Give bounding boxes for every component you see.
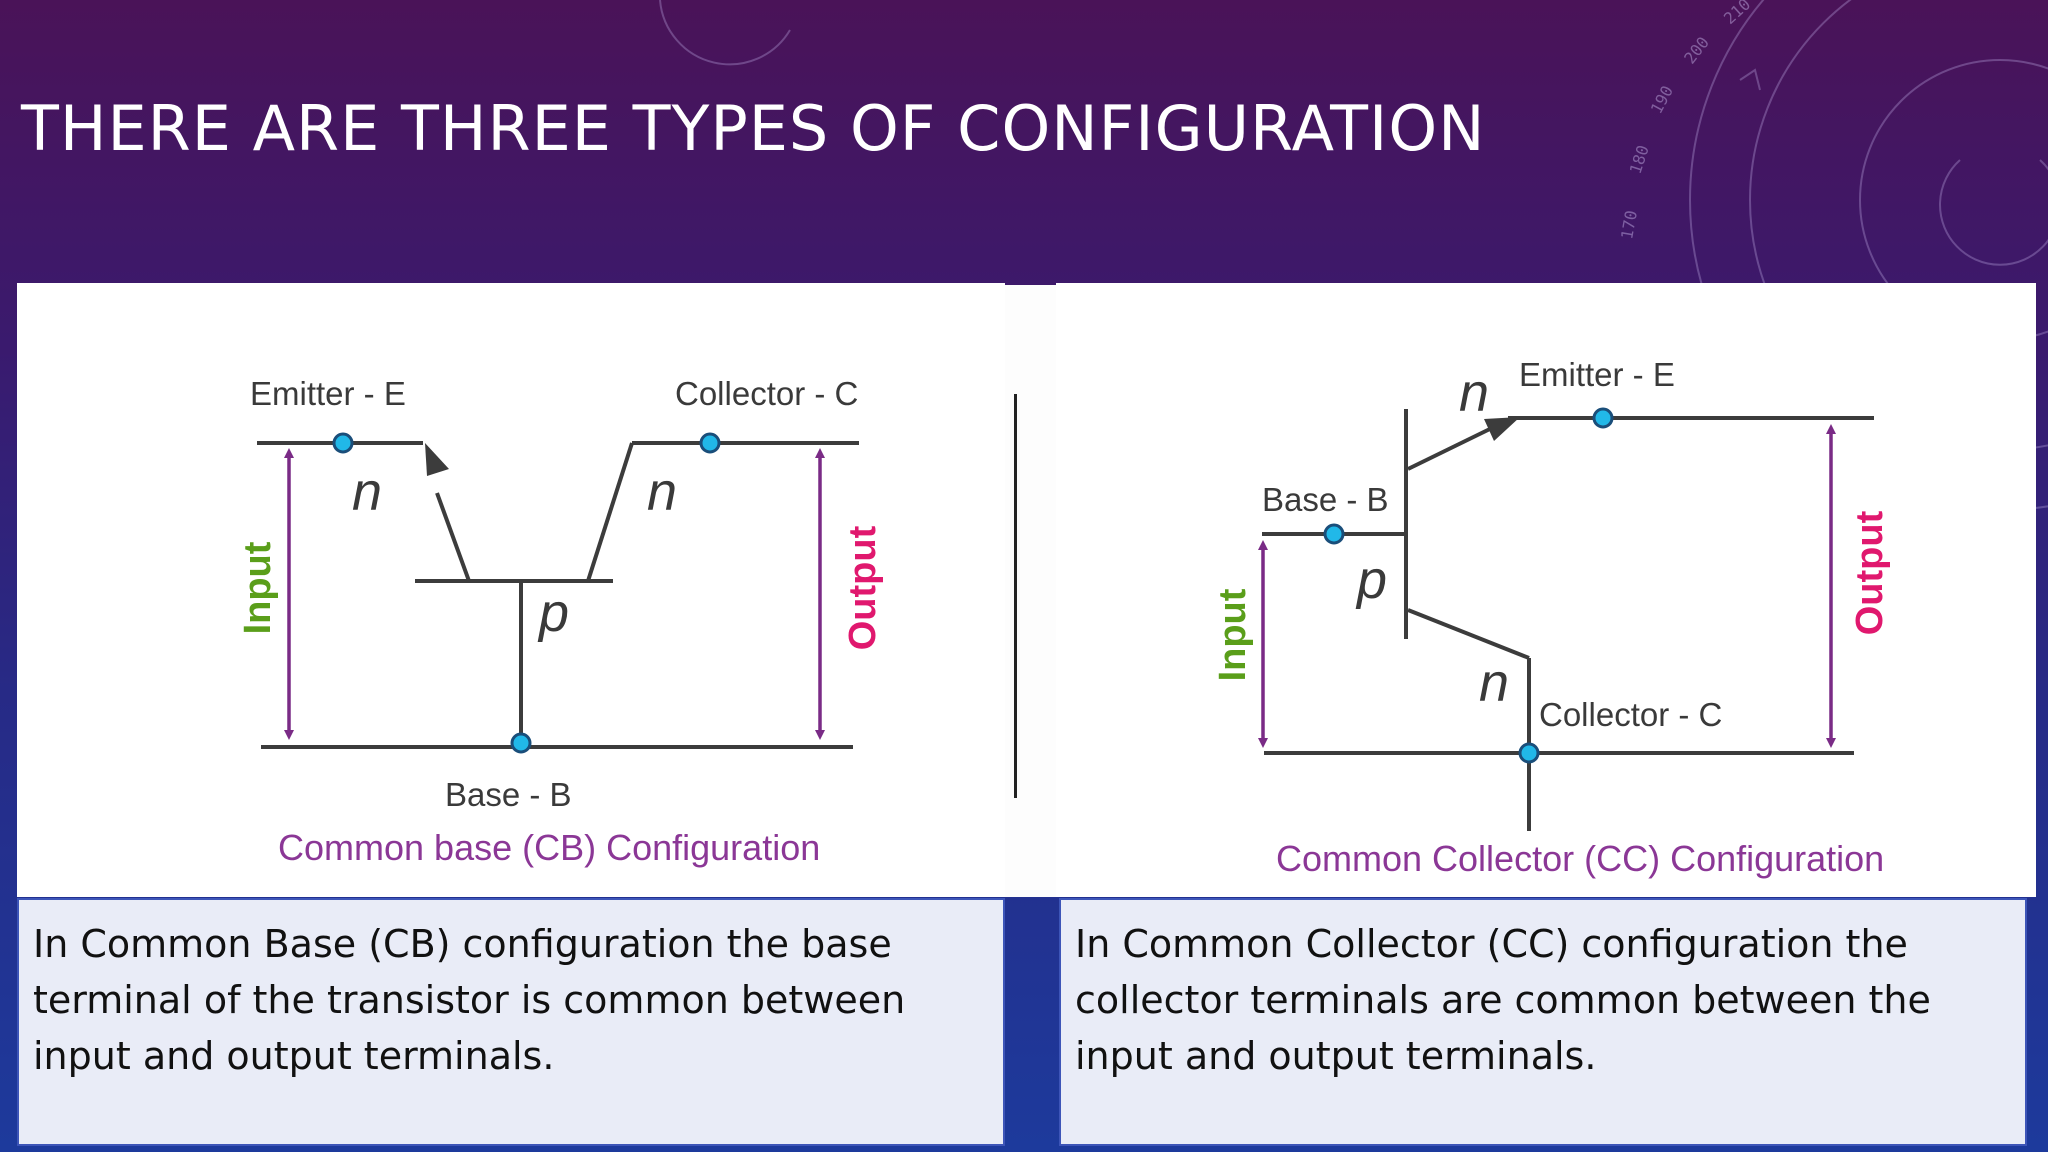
- cb-base-label: Base - B: [445, 776, 572, 813]
- scale-mark: 210: [1720, 0, 1754, 28]
- cb-base-node: [510, 732, 532, 754]
- cb-description-text: In Common Base (CB) configuration the ba…: [33, 922, 906, 1078]
- slide-title: THERE ARE THREE TYPES OF CONFIGURATION: [21, 92, 1486, 165]
- cc-n-top-label: n: [1459, 363, 1489, 423]
- cc-emitter-label: Emitter - E: [1519, 356, 1675, 393]
- cb-input-label: Input: [237, 541, 279, 634]
- cc-collector-label: Collector - C: [1539, 696, 1722, 733]
- cc-caption: Common Collector (CC) Configuration: [1276, 838, 1884, 879]
- cb-emitter-node: [332, 432, 354, 454]
- cb-output-label: Output: [842, 525, 884, 650]
- cc-base-label: Base - B: [1262, 481, 1389, 518]
- cb-diagram: Emitter - E Collector - C Base - B n n p…: [237, 375, 884, 868]
- cc-description-text: In Common Collector (CC) configuration t…: [1075, 922, 1931, 1078]
- scale-mark: 170: [1617, 209, 1641, 241]
- scale-mark: 190: [1647, 82, 1677, 116]
- cc-emitter-arrowhead: [1484, 417, 1520, 441]
- cb-p-label: p: [537, 583, 569, 643]
- cc-collector-lead: [1407, 608, 1530, 660]
- cc-collector-node: [1518, 742, 1540, 764]
- cb-emitter-arrowhead: [425, 443, 449, 476]
- cb-diagram-panel: Emitter - E Collector - C Base - B n n p…: [17, 283, 1005, 897]
- panel-gap: [1005, 285, 1056, 897]
- scale-mark: 200: [1680, 33, 1713, 67]
- cc-p-label: p: [1355, 550, 1387, 610]
- cb-description-box: In Common Base (CB) configuration the ba…: [17, 898, 1005, 1146]
- panel-divider: [1014, 394, 1017, 798]
- cb-emitter-lead: [435, 492, 471, 582]
- cb-collector-label: Collector - C: [675, 375, 858, 412]
- cb-collector-node: [699, 432, 721, 454]
- cc-emitter-node: [1592, 407, 1614, 429]
- cc-description-box: In Common Collector (CC) configuration t…: [1059, 898, 2027, 1146]
- cc-diagram-panel: Emitter - E Base - B Collector - C n p n…: [1056, 283, 2036, 897]
- cb-collector-lead: [586, 442, 634, 582]
- cc-diagram: Emitter - E Base - B Collector - C n p n…: [1212, 356, 1891, 879]
- cb-n-right-label: n: [647, 462, 677, 522]
- cc-emitter-lead: [1407, 424, 1497, 471]
- cb-emitter-label: Emitter - E: [250, 375, 406, 412]
- cc-base-node: [1323, 523, 1345, 545]
- cb-caption: Common base (CB) Configuration: [278, 827, 820, 868]
- cb-n-left-label: n: [352, 462, 382, 522]
- scale-mark: 180: [1626, 143, 1653, 176]
- cc-n-bottom-label: n: [1479, 653, 1509, 713]
- cc-input-label: Input: [1212, 588, 1254, 681]
- cc-output-label: Output: [1849, 510, 1891, 635]
